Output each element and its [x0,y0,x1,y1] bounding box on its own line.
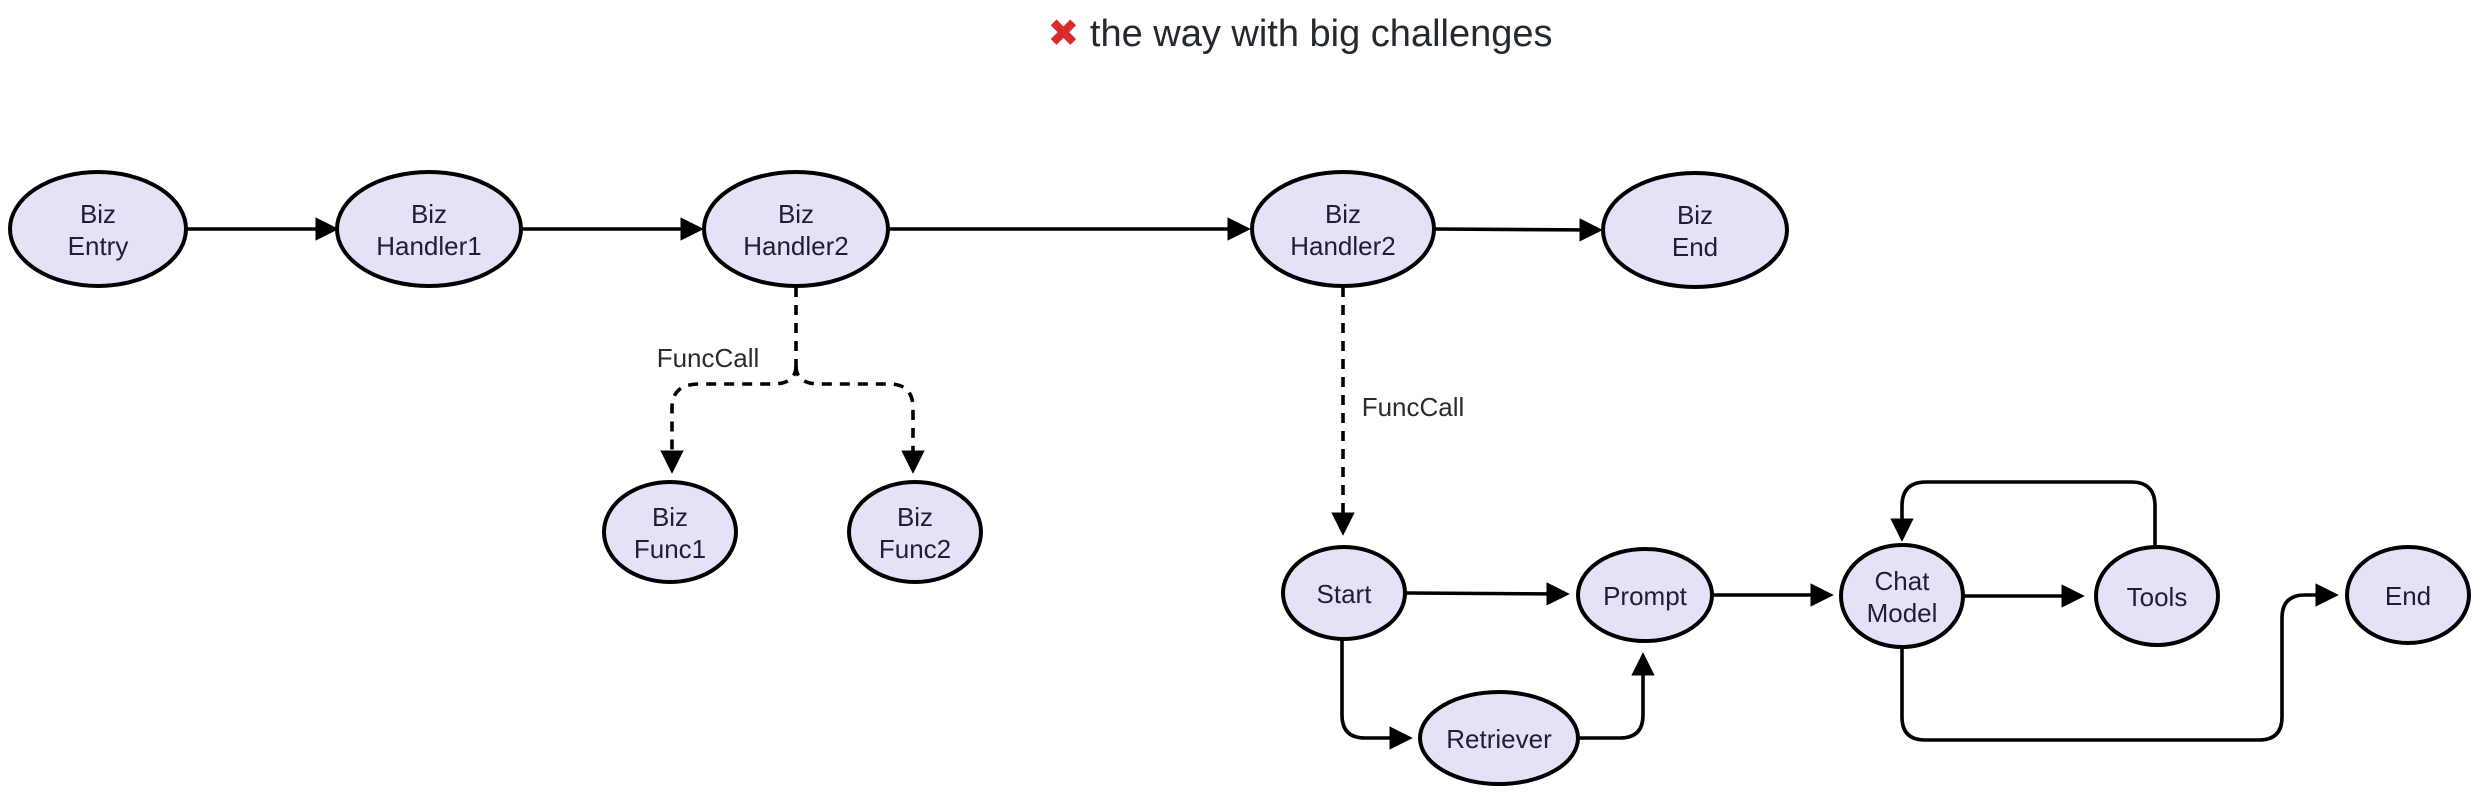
node-label-tools: Tools [2127,582,2188,612]
node-shape-biz-end [1601,171,1789,289]
edge-label-funccall-label-2: FuncCall [1362,392,1465,422]
edge-handler2b-to-bizend [1433,218,1603,242]
node-shape-chat-model [1839,543,1965,649]
node-shape-end [2345,545,2471,645]
edge-chatmodel-to-end [1900,583,2339,742]
node-shape-biz-handler2-b [1250,170,1436,288]
node-label-end: End [2385,581,2431,611]
red-cross-icon: ✖ [1047,13,1089,55]
node-shape-biz-func1 [602,480,738,584]
edge-start-to-retriever [1340,637,1413,750]
edge-start-to-prompt [1404,582,1570,606]
edge-funccall-to-func1 [660,365,798,474]
diagram-title: ✖ the way with big challenges [1047,13,1552,55]
node-retriever: Retriever [1418,690,1580,786]
node-tools: Tools [2094,545,2220,647]
node-label-start: Start [1317,579,1373,609]
node-start: Start [1281,545,1407,641]
node-shape-biz-handler1 [335,170,523,288]
node-shape-retriever [1418,690,1580,786]
node-shape-biz-handler2-a [702,170,890,288]
edge-label-funccall-label-1: FuncCall [657,343,760,373]
edge-tools-to-chatmodel-loop [1890,480,2157,549]
node-label-retriever: Retriever [1446,724,1552,754]
node-shape-tools [2094,545,2220,647]
node-label-prompt: Prompt [1603,581,1688,611]
edge-funccall-to-func2 [794,365,925,474]
node-shape-biz-func2 [847,480,983,584]
node-shape-prompt [1576,547,1714,643]
node-end: End [2345,545,2471,645]
node-shape-biz-entry [8,170,188,288]
edge-retriever-to-prompt [1576,652,1655,740]
node-shape-start [1281,545,1407,641]
node-prompt: Prompt [1576,547,1714,643]
